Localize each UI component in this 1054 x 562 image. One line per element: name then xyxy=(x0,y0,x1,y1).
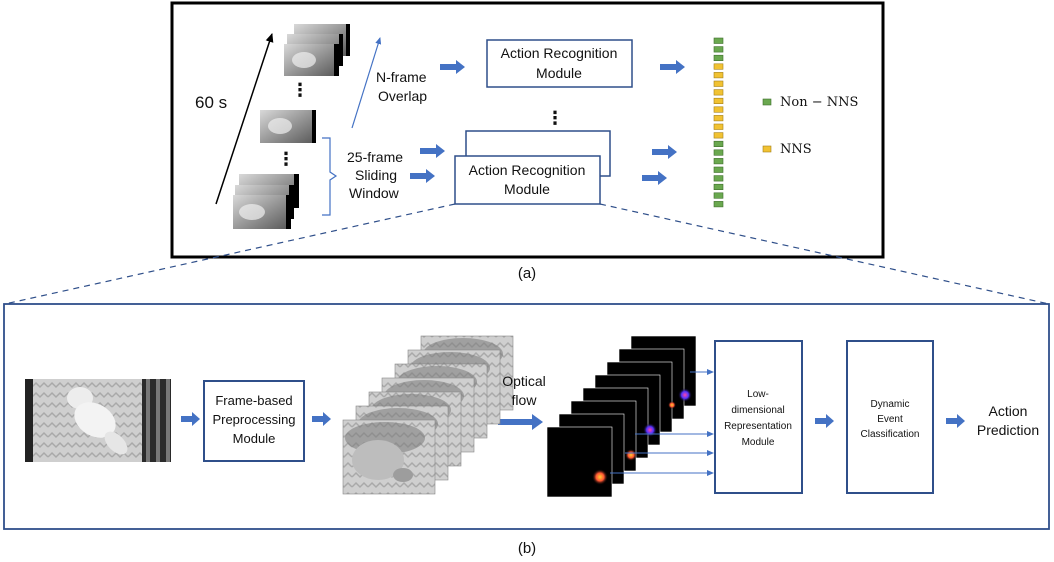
flow-blob xyxy=(592,469,608,485)
window-brace xyxy=(322,137,338,216)
caption-b: (b) xyxy=(518,540,536,557)
action-recognition-module-top xyxy=(486,39,633,88)
block-arrows-b xyxy=(181,412,965,430)
legend: Non − NNS NNS xyxy=(762,95,858,157)
window-label-2: Sliding xyxy=(355,167,397,183)
output-cell-non-nns xyxy=(713,149,724,156)
dyn-label-2: Event xyxy=(877,414,903,425)
output-cell-non-nns xyxy=(713,54,724,62)
preproc-label-1: Frame-based xyxy=(215,393,292,408)
top-frame-stack xyxy=(284,24,350,76)
overlap-arrow xyxy=(351,37,382,129)
module-bottom-label-2: Module xyxy=(504,181,550,197)
legend-swatch-nns xyxy=(762,145,772,153)
action-prediction-label-1: Action xyxy=(989,403,1028,419)
output-cell-non-nns xyxy=(713,183,724,190)
legend-swatch-non-nns xyxy=(762,98,772,106)
action-prediction-label-2: Prediction xyxy=(977,422,1039,438)
output-cell-nns xyxy=(713,106,724,113)
module-top-label-2: Module xyxy=(536,65,582,81)
lowdim-label-3: Representation xyxy=(724,421,792,432)
optical-flow-stack xyxy=(546,335,697,498)
output-cell-nns xyxy=(713,63,724,70)
output-cell-nns xyxy=(713,132,724,139)
overlap-label-1: N-frame xyxy=(376,69,427,85)
output-cell-non-nns xyxy=(713,46,724,53)
zoom-line-right xyxy=(599,203,1050,305)
output-cell-non-nns xyxy=(713,201,724,208)
zoom-line-left xyxy=(4,203,456,305)
output-cell-nns xyxy=(713,123,724,130)
output-cell-non-nns xyxy=(713,37,724,44)
infant-hand xyxy=(393,468,413,482)
flow-to-module-arrows xyxy=(610,369,714,476)
lowdim-label-2: dimensional xyxy=(731,405,784,416)
preprocessed-frame-stack xyxy=(342,335,514,495)
lowdim-label-4: Module xyxy=(742,437,775,448)
infant-face xyxy=(352,440,404,480)
flow-blob xyxy=(625,449,637,461)
caption-a: (a) xyxy=(518,265,536,282)
dynamic-event-classification-box xyxy=(846,340,934,494)
block-arrows-a xyxy=(410,60,685,185)
bottom-frame-stack xyxy=(233,174,299,229)
lowdim-label-1: Low- xyxy=(747,389,769,400)
output-cell-non-nns xyxy=(713,166,724,173)
optical-flow-label-1: Optical xyxy=(502,373,546,389)
panel-a-frame xyxy=(170,1,885,259)
panel-b-frame xyxy=(3,303,1050,530)
module-top-label-1: Action Recognition xyxy=(501,45,618,61)
output-cell-non-nns xyxy=(713,192,724,199)
window-label-1: 25-frame xyxy=(347,149,403,165)
preproc-label-2: Preprocessing xyxy=(212,412,295,427)
low-dim-representation-module-box xyxy=(714,340,803,494)
dots-2: ⋮ xyxy=(277,149,295,169)
optical-flow-label-2: flow xyxy=(512,392,538,408)
dots-3: ⋮ xyxy=(546,108,564,128)
output-cell-nns xyxy=(713,89,724,96)
output-cell-non-nns xyxy=(713,158,724,165)
optical-flow-frame xyxy=(546,426,613,498)
preproc-label-3: Module xyxy=(233,431,276,446)
output-cell-non-nns xyxy=(713,175,724,182)
flow-blob xyxy=(643,423,657,437)
preprocessing-module-box xyxy=(203,380,305,462)
dots-1: ⋮ xyxy=(291,80,309,100)
window-label-3: Window xyxy=(349,185,400,201)
overlap-label-2: Overlap xyxy=(378,88,427,104)
crib-image xyxy=(25,379,171,462)
output-cell-nns xyxy=(713,115,724,122)
legend-label-nns: NNS xyxy=(780,142,812,157)
action-recognition-module-bottom xyxy=(454,155,601,205)
dyn-label-1: Dynamic xyxy=(871,399,910,410)
time-label: 60 s xyxy=(195,93,227,112)
output-cell-non-nns xyxy=(713,140,724,147)
output-cell-nns xyxy=(713,72,724,79)
output-sequence xyxy=(713,37,724,208)
dyn-label-3: Classification xyxy=(861,429,920,440)
output-cell-nns xyxy=(713,80,724,87)
module-bottom-label-1: Action Recognition xyxy=(469,162,586,178)
flow-blob xyxy=(678,388,692,402)
output-cell-nns xyxy=(713,97,724,104)
middle-frame xyxy=(260,110,316,143)
legend-label-non-nns: Non − NNS xyxy=(780,95,858,110)
time-arrow xyxy=(215,33,274,205)
flow-blob xyxy=(668,401,676,409)
